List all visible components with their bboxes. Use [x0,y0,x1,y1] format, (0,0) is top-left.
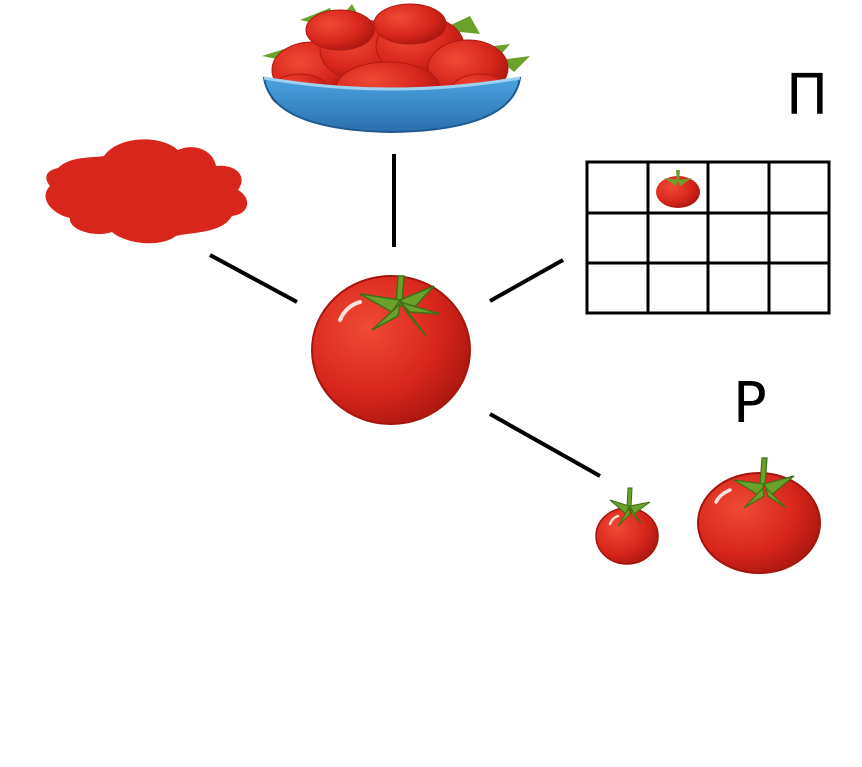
size-label-letter: Р [733,371,767,436]
tomato-icon [311,275,471,425]
connector-to-puddle [209,253,298,304]
tomato-grid [585,160,831,315]
tomato-bowl-icon [262,3,530,134]
grid-tomato-icon [656,170,700,208]
small-tomato-icon [595,487,659,565]
grid-label-letter: П [786,63,829,128]
large-tomato-icon [697,457,821,574]
connector-lines [209,154,601,478]
connector-to-grid [489,258,564,303]
juice-puddle-icon [45,139,248,244]
connector-to-sizes [489,412,601,478]
